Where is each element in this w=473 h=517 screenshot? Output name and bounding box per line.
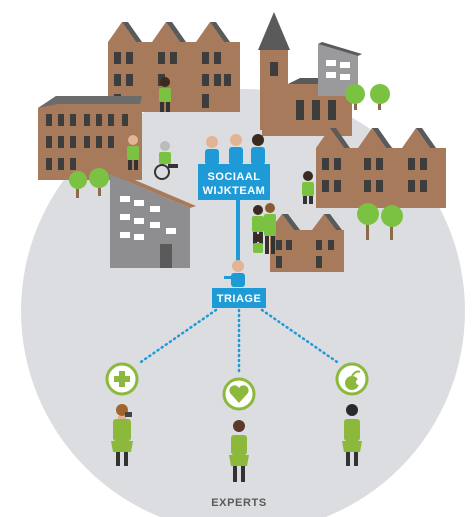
team-member xyxy=(251,134,265,165)
expert-figure xyxy=(229,420,249,482)
gray-apartment-left xyxy=(110,172,196,268)
triage-sign: TRIAGE xyxy=(212,288,266,308)
team-member xyxy=(205,136,219,165)
heart-icon xyxy=(222,377,256,411)
sign-sociaal-line2: WIJKTEAM xyxy=(203,185,266,197)
sign-sociaal-line1: SOCIAAL xyxy=(208,171,261,183)
plus-icon xyxy=(105,362,139,396)
trees-right xyxy=(357,203,403,240)
sign-triage: TRIAGE xyxy=(217,293,262,305)
triage-person xyxy=(224,260,245,287)
resident-figure xyxy=(159,77,171,112)
wheelchair-resident xyxy=(154,141,178,180)
team-member xyxy=(229,134,243,165)
resident-figure xyxy=(302,171,314,204)
brick-house-small xyxy=(270,214,344,272)
expert-figure xyxy=(342,404,362,466)
expert-figure xyxy=(111,404,133,466)
child-figure xyxy=(253,234,263,253)
gray-apartment-top xyxy=(318,42,362,96)
experts-label: EXPERTS xyxy=(211,497,267,509)
resident-figure xyxy=(127,135,139,170)
brick-rowhouses-right xyxy=(316,128,446,208)
brick-building-left xyxy=(38,96,142,180)
apple-icon xyxy=(335,362,369,396)
trees-church xyxy=(345,84,390,110)
sociaal-wijkteam-sign: SOCIAAL WIJKTEAM xyxy=(198,164,270,200)
sign-connector xyxy=(236,200,240,264)
resident-figure xyxy=(264,203,276,254)
trees-left xyxy=(69,168,109,198)
triage-connectors xyxy=(136,308,342,376)
